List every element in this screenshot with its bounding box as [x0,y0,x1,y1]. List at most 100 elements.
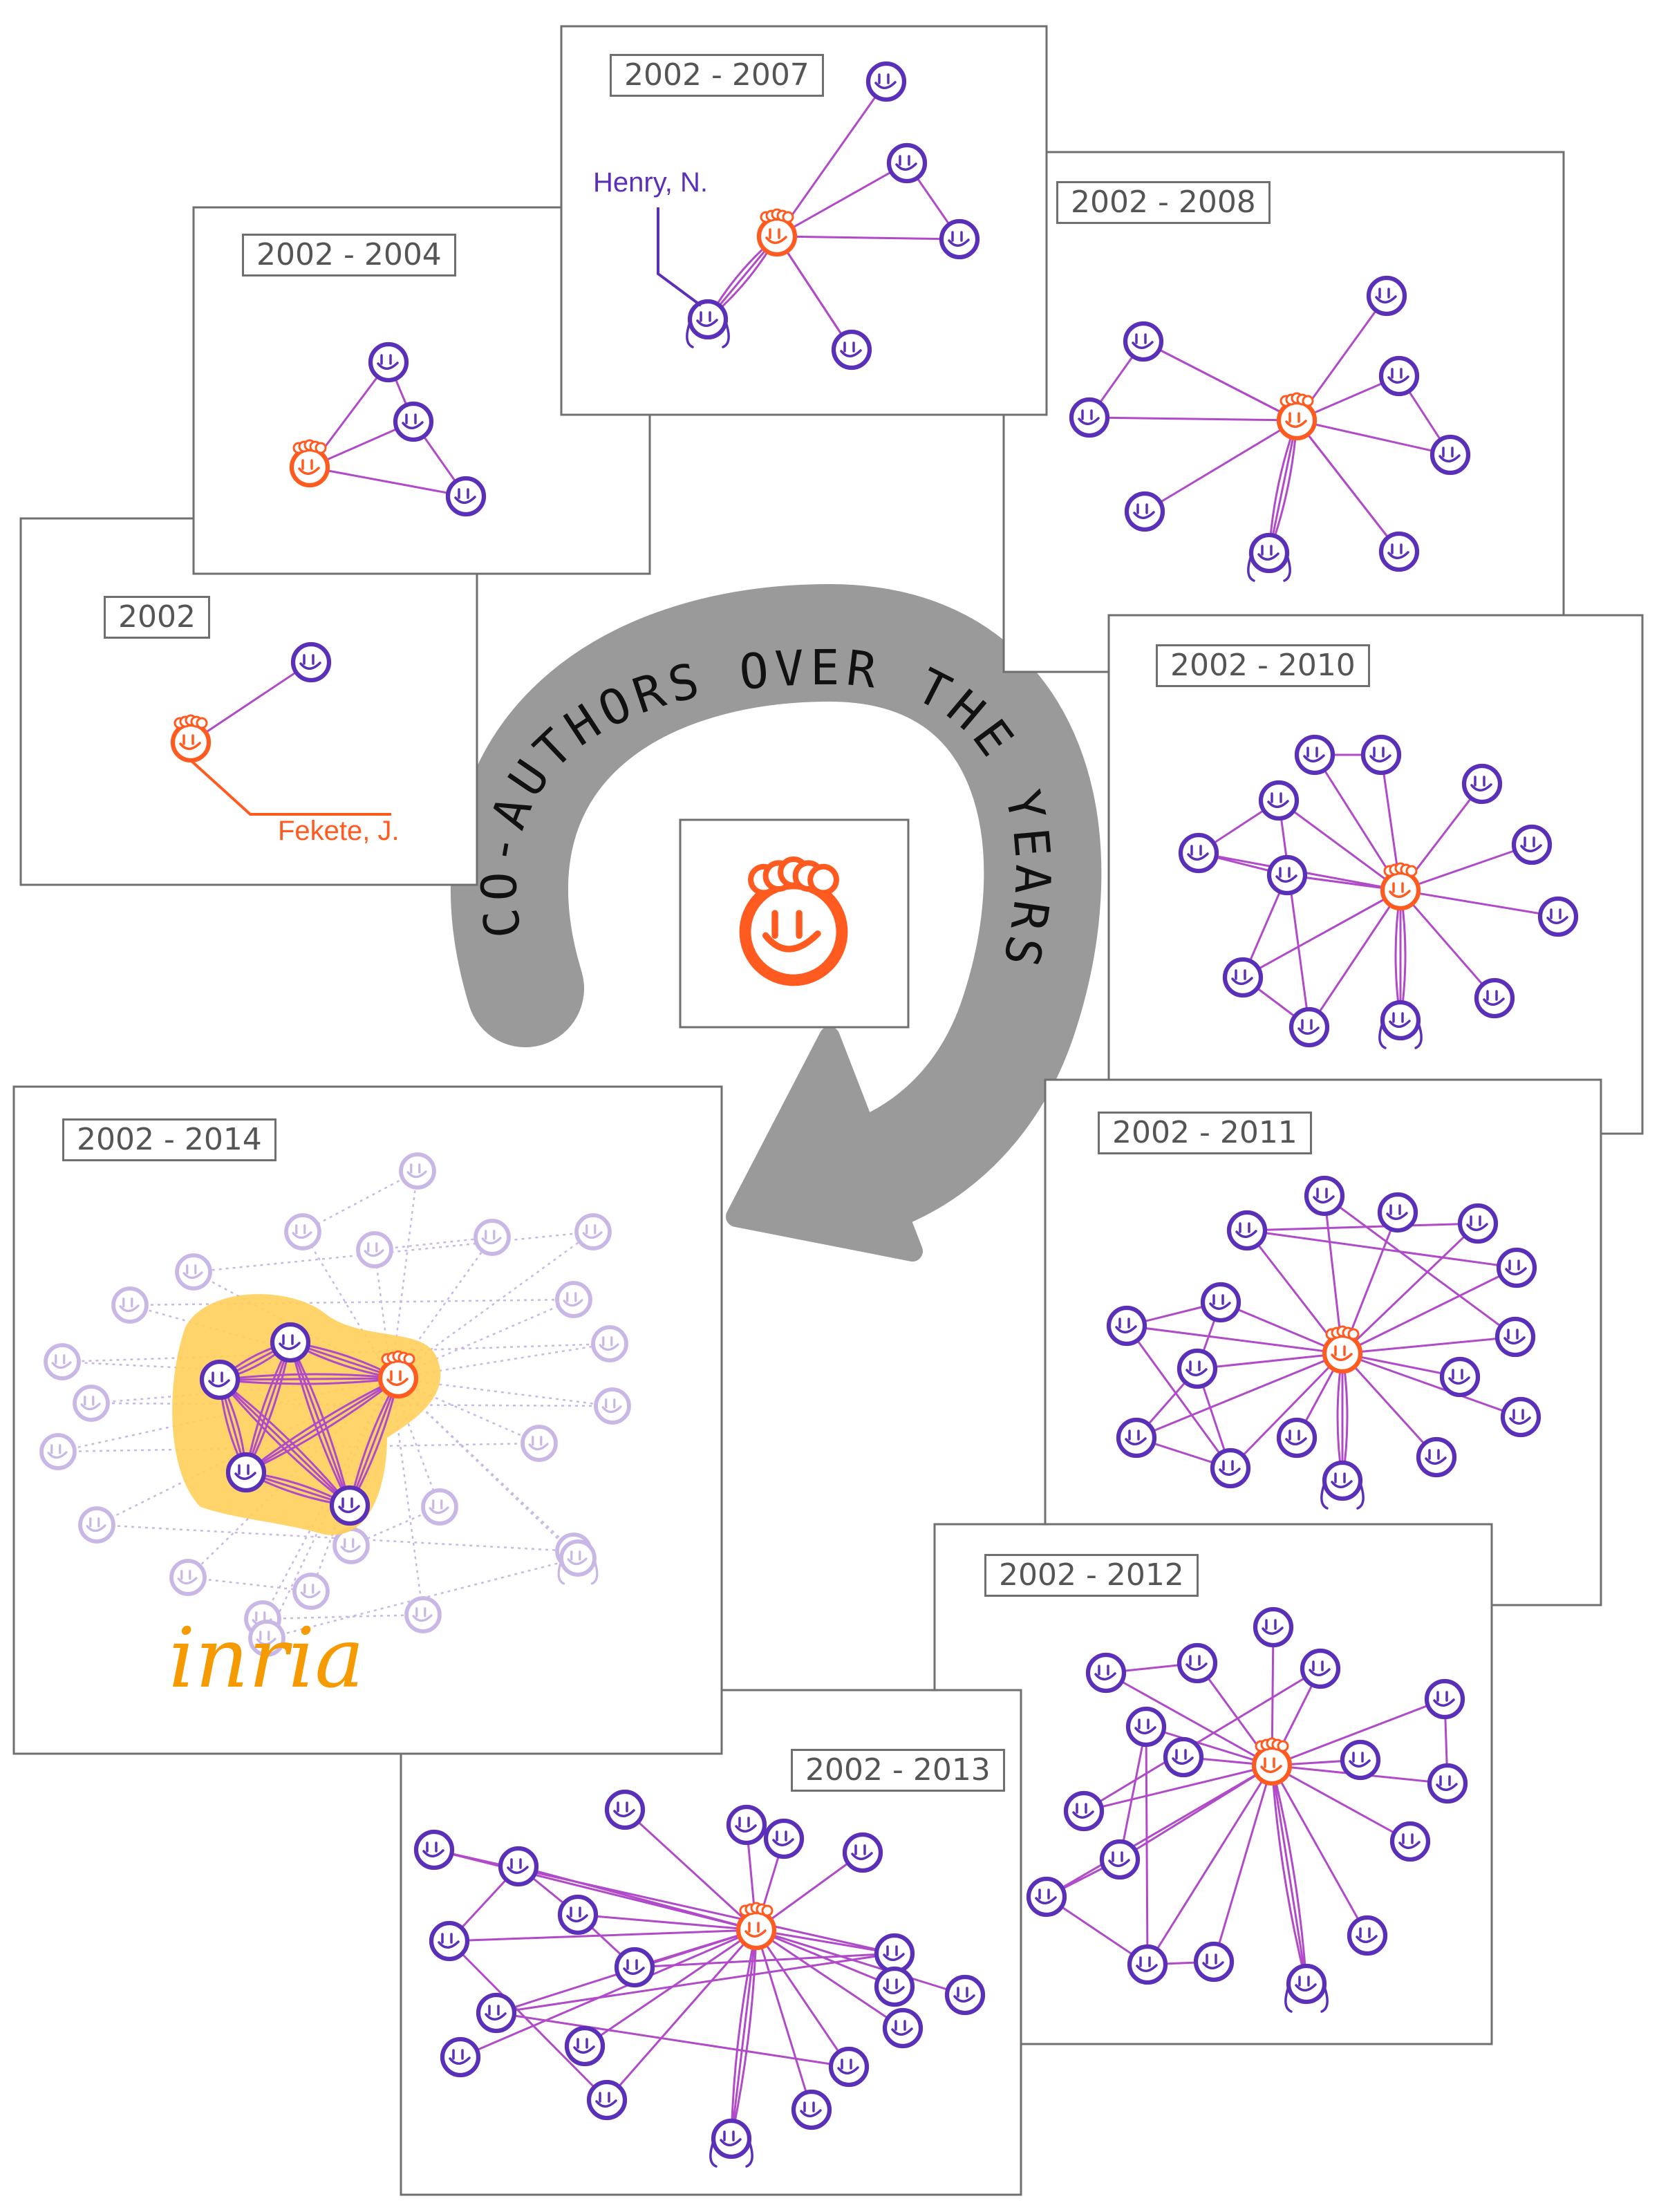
edge [219,1378,351,1506]
edge [309,466,467,498]
edge [1118,1726,1147,1860]
edge [1089,416,1297,422]
coauthor-smiley-icon [763,1818,805,1859]
edge [730,1929,758,2139]
edge [1143,340,1297,422]
coauthor-smiley-icon [429,1920,470,1962]
edge [1197,1352,1343,1370]
edge [262,1613,424,1620]
coauthor-smiley-icon [726,1804,767,1846]
coauthor-smiley-icon [1294,734,1335,776]
edge [1271,1698,1445,1767]
edge [730,1929,758,2139]
edge [1295,420,1400,552]
coauthor-smiley-icon [1366,275,1407,317]
coauthor-smiley-icon [445,476,487,517]
coauthor-smiley-icon [882,2007,924,2049]
coauthor-smiley-icon [1430,434,1471,476]
edge [302,1170,418,1233]
coauthor-smiley-icon [1099,1839,1141,1880]
edge [1399,890,1496,999]
edge [1246,1229,1517,1269]
coauthor-smiley-icon [557,1894,599,1936]
coauthor-smiley-icon [1226,1210,1268,1251]
edge [449,1929,757,1942]
edge [193,1230,594,1273]
coauthor-smiley-icon [886,142,928,184]
edge [776,236,853,350]
coauthor-smiley-icon [1461,763,1503,805]
edge [730,1929,758,2139]
coauthor-smiley-icon [1124,491,1165,532]
edge [1145,1725,1273,1767]
coauthor-smiley-icon [831,329,872,371]
year-panel [19,517,478,886]
edge [1212,1765,1273,1962]
author-label-fekete: Fekete, J. [278,816,400,846]
edge [1220,1301,1343,1355]
edge [496,1952,895,2014]
edge [289,1342,351,1506]
year-label: 2002 - 2008 [1056,181,1271,224]
ego-smiley-icon [756,208,798,257]
coauthor-smiley-icon [1085,1652,1127,1694]
long-hair-smiley-icon [1378,1000,1423,1049]
coauthor-smiley-icon [1496,1247,1537,1288]
edge [1229,1352,1344,1470]
coauthor-smiley-icon [199,1359,241,1400]
ego-smiley-icon [1276,392,1318,441]
coauthor-smiley-icon [1253,1606,1294,1648]
edge [289,1342,351,1506]
author-label-henry: Henry, N. [593,167,708,198]
faded-smiley-icon [175,1253,212,1291]
coauthor-network [1026,1606,1468,2013]
edge [1324,1194,1516,1338]
long-hair-smiley-icon [1247,532,1291,582]
edge [776,81,888,237]
coauthor-smiley-icon [791,2089,832,2130]
edge [390,1378,424,1615]
faded-smiley-icon [73,1385,110,1422]
coauthor-smiley-icon [1424,1678,1465,1720]
faded-smiley-icon [78,1506,115,1544]
coauthor-smiley-icon [1537,896,1579,937]
edge [289,1342,351,1506]
coauthor-network [1106,1175,1541,1510]
coauthor-smiley-icon [1177,1642,1218,1684]
edge [62,1342,610,1363]
ego-smiley-icon [170,714,212,763]
edge [1125,1325,1232,1469]
coauthor-smiley-icon [476,1992,517,2034]
coauthor-network [413,1789,986,2168]
year-label: 2002 - 2010 [1156,644,1370,687]
edge [129,1298,574,1306]
coauthor-smiley-icon [413,1829,455,1871]
year-label: 2002 - 2004 [242,234,456,276]
faded-smiley-icon [474,1219,511,1256]
edge [374,1236,493,1251]
henry-leader [657,207,702,307]
year-label: 2002 - 2007 [610,54,824,97]
faded-smiley-icon [399,1152,436,1190]
coauthor-smiley-icon [1222,957,1264,998]
coauthor-smiley-icon [828,2046,870,2088]
coauthor-smiley-icon [1439,1356,1481,1398]
coauthor-smiley-icon [329,1485,371,1526]
edge [219,1377,399,1385]
edge [1105,1671,1273,1767]
center-ego-box [679,818,910,1029]
edge [1271,1765,1369,1936]
coauthor-smiley-icon [1125,1706,1167,1747]
ego-smiley-icon [377,1350,419,1399]
faded-smiley-icon [332,1527,370,1564]
coauthor-smiley-icon [1416,1436,1457,1478]
edge [1308,890,1402,1028]
coauthor-smiley-icon [1300,1648,1341,1689]
edge [448,1940,608,2101]
coauthor-network [170,641,332,763]
coauthor-smiley-icon [1304,1175,1345,1217]
faded-smiley-icon [284,1213,321,1250]
coauthor-smiley-icon [1266,854,1308,896]
coauthor-smiley-icon [1378,355,1420,397]
